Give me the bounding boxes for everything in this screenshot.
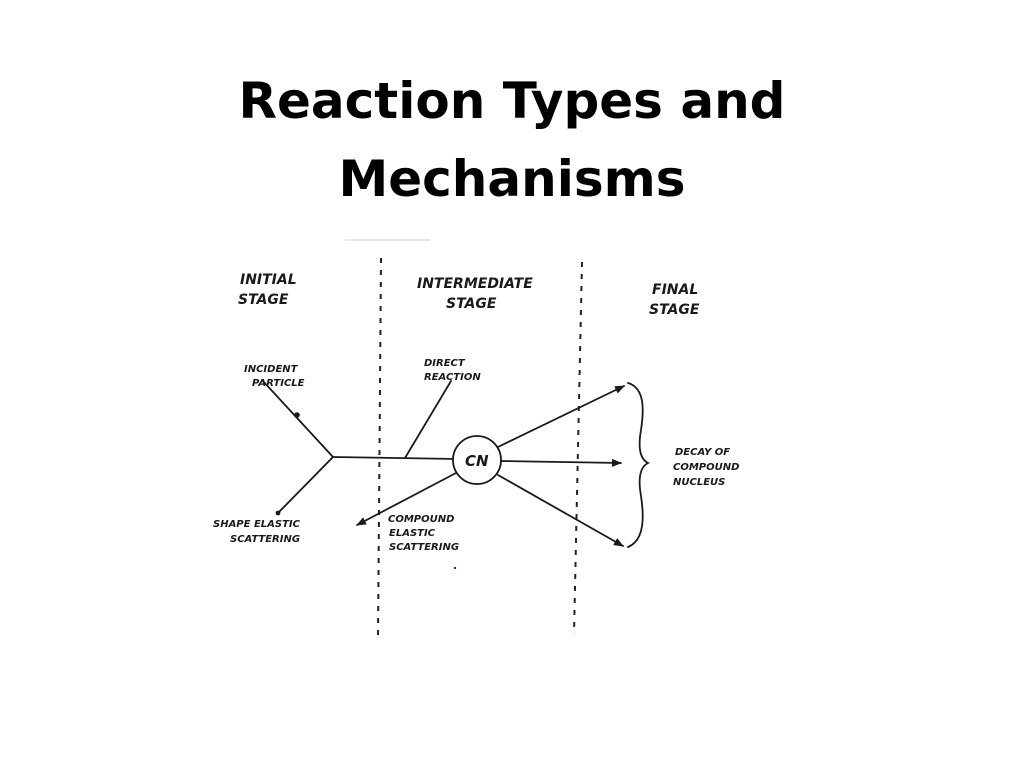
compound-label-line2: ELASTIC (389, 528, 436, 539)
shape-elastic-path (277, 456, 334, 514)
incident-label-line2: PARTICLE (252, 378, 305, 389)
incident-path (261, 379, 334, 458)
title-line-1: Reaction Types and (238, 72, 786, 130)
decay-label-line1: DECAY OF (675, 447, 730, 458)
compound-elastic-arrow (356, 472, 457, 526)
compound-nucleus-label: CN (465, 452, 489, 470)
stage-intermediate-line1: INTERMEDIATE (417, 276, 533, 292)
decay-arrow-lower (497, 474, 624, 547)
decay-label-line3: NUCLEUS (673, 477, 725, 488)
compound-nucleus-circle (452, 435, 502, 485)
incident-label-line1: INCIDENT (244, 364, 299, 375)
stage-initial-line2: STAGE (238, 292, 289, 308)
shape-label-line2: SCATTERING (230, 534, 300, 545)
title-line-2: Mechanisms (338, 150, 686, 208)
stray-mark (453, 566, 457, 570)
slide-title: Reaction Types and Mechanisms (0, 62, 1024, 218)
shape-label-line1: SHAPE ELASTIC (213, 519, 301, 530)
compound-label-line3: SCATTERING (389, 542, 459, 553)
stage-final-line2: STAGE (649, 302, 700, 318)
stage-final-line1: FINAL (652, 282, 698, 298)
decay-label-line2: COMPOUND (673, 462, 739, 473)
stage-divider-2 (573, 261, 583, 635)
direct-label-line2: REACTION (424, 372, 481, 383)
shape-elastic-dot (275, 510, 281, 516)
decay-arrow-middle (500, 458, 622, 467)
stage-divider-1 (377, 257, 382, 641)
direct-reaction-path (404, 380, 452, 459)
decay-brace (627, 382, 651, 548)
stage-initial-line1: INITIAL (240, 272, 297, 288)
beam-line (332, 456, 459, 460)
stage-intermediate-line2: STAGE (446, 296, 497, 312)
decay-arrow-upper (497, 385, 625, 448)
direct-label-line1: DIRECT (424, 358, 466, 369)
compound-label-line1: COMPOUND (388, 514, 454, 525)
